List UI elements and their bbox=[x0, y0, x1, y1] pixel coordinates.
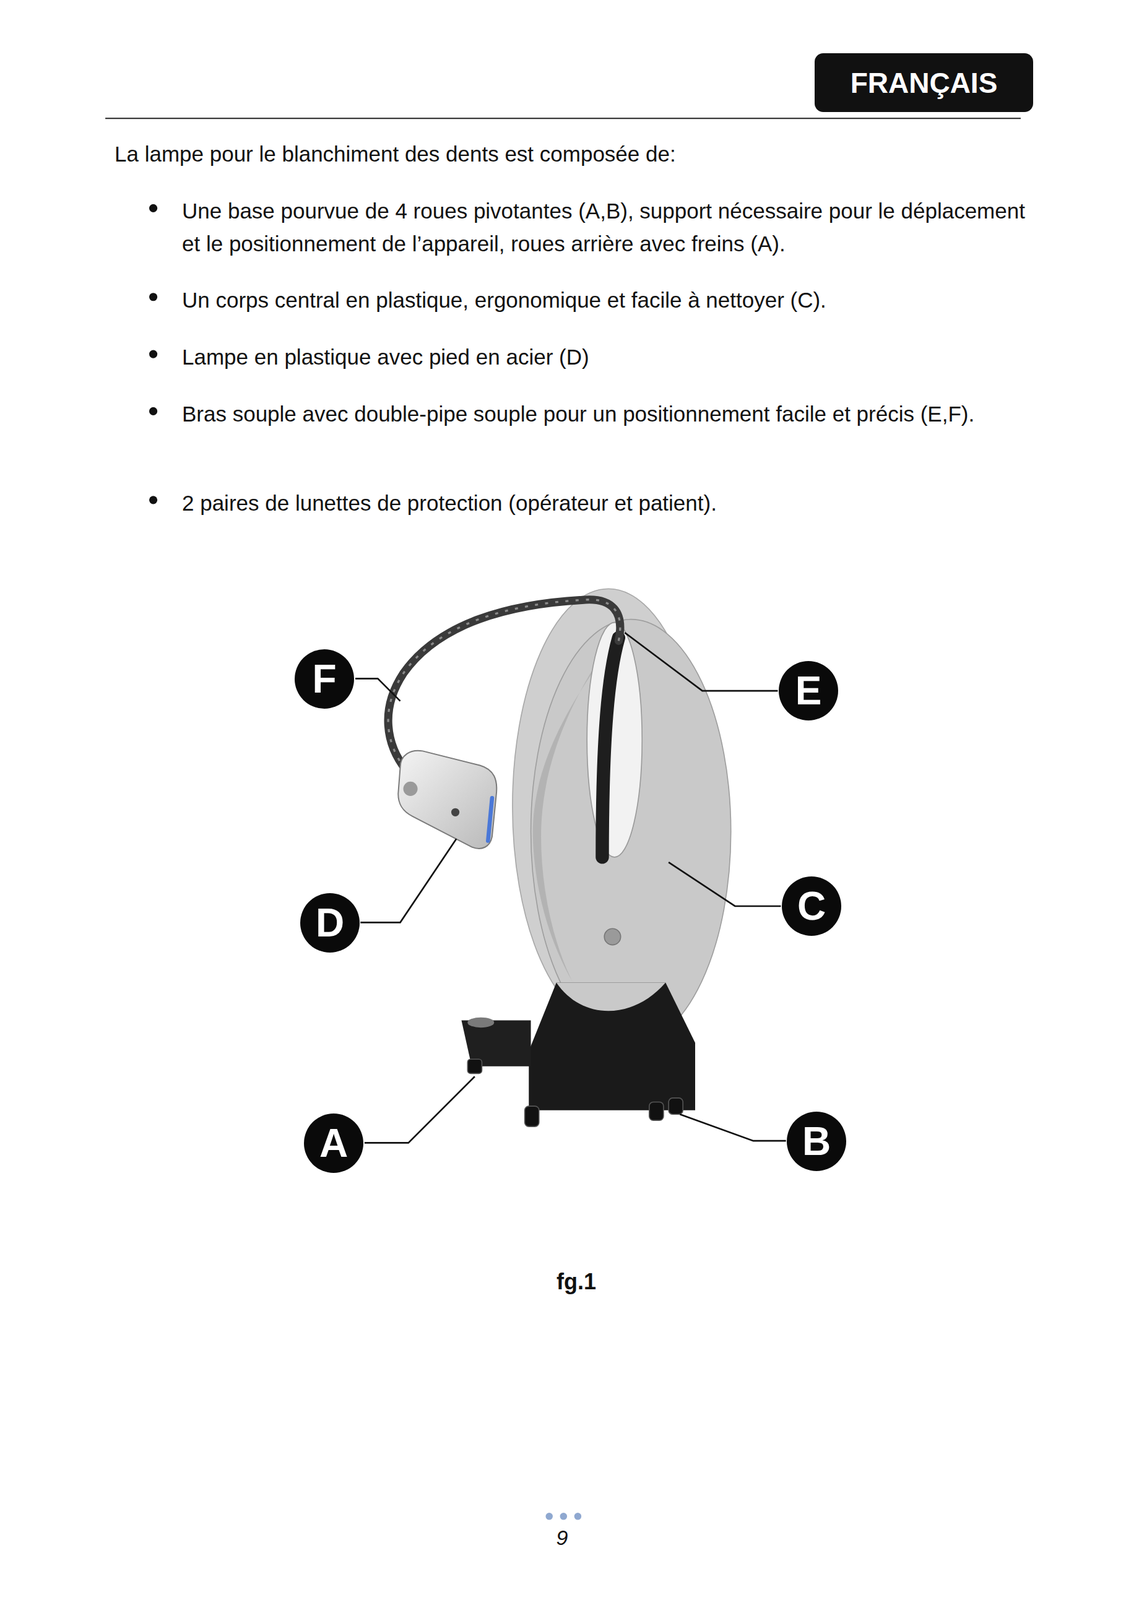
callout-letter: E bbox=[778, 661, 839, 721]
bullet-text: Bras souple avec double-pipe souple pour… bbox=[181, 397, 1037, 431]
callout-letter: F bbox=[294, 649, 355, 709]
language-tab: FRANÇAIS bbox=[814, 53, 1034, 113]
callout-letter-text: A bbox=[319, 1120, 348, 1167]
callout-letter-text: C bbox=[797, 883, 826, 930]
figure-caption: fg.1 bbox=[452, 1268, 701, 1295]
callout-letter: B bbox=[786, 1111, 847, 1172]
page-number: 9 bbox=[531, 1521, 594, 1555]
intro-text: La lampe pour le blanchiment des dents e… bbox=[114, 137, 1013, 171]
bullet-text: Une base pourvue de 4 roues pivotantes (… bbox=[181, 194, 1037, 260]
callout-letter: D bbox=[300, 893, 360, 953]
bullet-text: Lampe en plastique avec pied en acier (D… bbox=[181, 340, 1037, 374]
leader-lines bbox=[355, 632, 787, 1143]
callout-letter-text: F bbox=[311, 656, 337, 702]
page-dots bbox=[545, 1512, 582, 1521]
tab-text: FRANÇAIS bbox=[850, 66, 998, 100]
callout-letter-text: D bbox=[315, 900, 345, 946]
bullet-dots bbox=[149, 204, 158, 505]
bullet-text: Un corps central en plastique, ergonomiq… bbox=[181, 283, 1037, 317]
callout-letter: A bbox=[303, 1113, 364, 1174]
bullet-text: 2 paires de lunettes de protection (opér… bbox=[181, 486, 1037, 520]
header-rule bbox=[105, 117, 1021, 119]
callout-letter-text: B bbox=[802, 1118, 831, 1165]
callout-letter-text: E bbox=[795, 667, 823, 714]
callout-letter: C bbox=[781, 876, 842, 936]
